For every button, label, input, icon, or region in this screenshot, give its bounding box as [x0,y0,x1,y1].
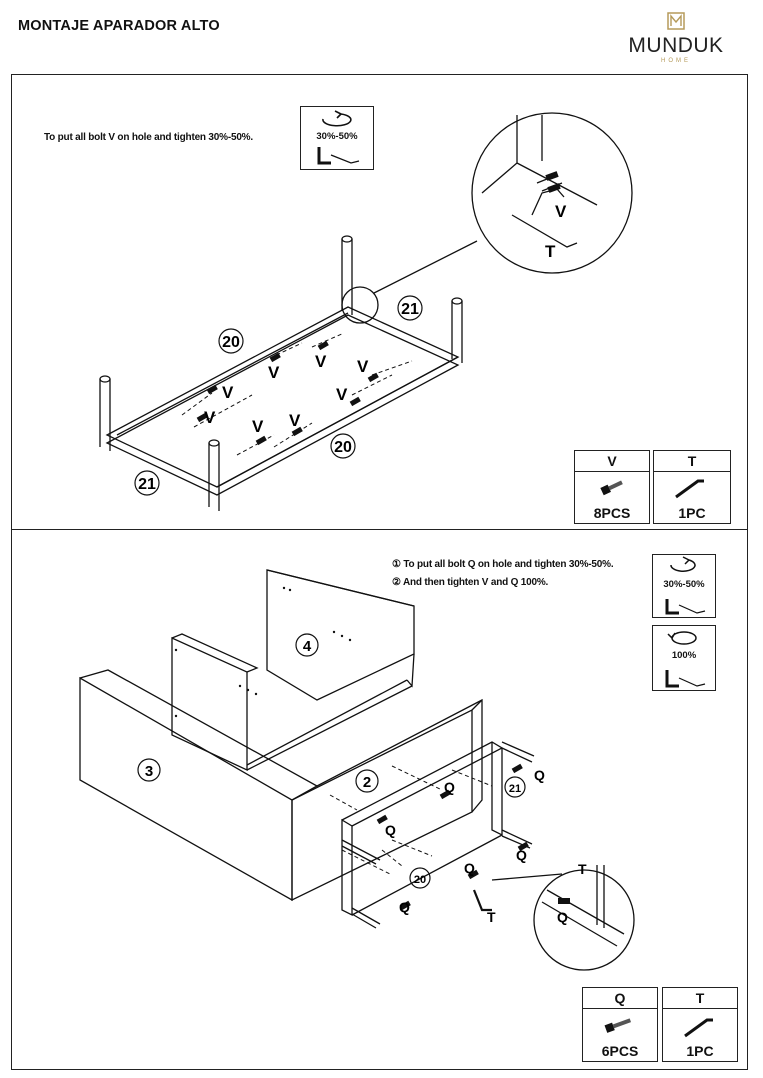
part-label-20-bottom: 20 [334,439,352,456]
part-box-v: V 8PCS [574,450,650,524]
step2-instruction-2: ② And then tighten V and Q 100%. [392,577,549,588]
bolt-label-q: Q [444,779,455,795]
step2-panel: ① To put all bolt Q on hole and tighten … [11,529,748,1070]
step2-torque-label-2: 100% [671,650,697,661]
bolt-label-q: Q [464,860,475,876]
part-qty-t: 1PC [678,505,706,521]
step2-diagram: 4 3 2 20 21 Q Q Q Q Q Q Q T T [79,569,635,971]
rotate-30-50-icon [665,556,706,615]
part-box-t2: T 1PC [662,987,738,1062]
bolt-label-v: V [357,357,369,376]
step2-torque-box-2: 100% [652,625,716,691]
bolt-label-q: Q [534,767,545,783]
bolt-label-v: V [268,363,280,382]
bolt-icon [604,1018,632,1033]
part-label-20-top: 20 [222,334,240,351]
page-title: MONTAJE APARADOR ALTO [18,18,220,34]
bolt-label-v: V [336,385,348,404]
part-box-t: T 1PC [653,450,731,524]
step1-panel: To put all bolt V on hole and tighten 30… [11,74,748,530]
bolt-label-v: V [252,417,264,436]
zoom-tool-label-t: T [578,861,587,877]
bolt-label-v: V [204,408,216,427]
logo-emblem-icon [667,12,685,30]
logo-sub: HOME [661,58,691,64]
part-qty-v: 8PCS [593,505,631,521]
frame-label-21: 21 [509,783,521,795]
part-code-t2: T [663,988,737,1009]
zoom-bolt-label-q: Q [557,909,568,925]
bolt-label-v: V [222,383,234,402]
hex-key-icon [472,889,492,912]
tool-label-t: T [487,909,496,925]
zoom-tool-label-t: T [545,242,556,261]
bolt-label-q: Q [385,822,396,838]
bolt-label-q: Q [399,899,410,915]
part-code-q: Q [583,988,657,1009]
panel-label-3: 3 [145,763,153,780]
bolt-label-v: V [315,352,327,371]
hex-key-icon [684,1018,713,1038]
bolt-label-q: Q [516,847,527,863]
step2-torque-label-1: 30%-50% [663,579,705,590]
frame-label-20: 20 [414,874,426,886]
step2-torque-box-1: 30%-50% [652,554,716,618]
hex-key-icon [675,479,704,499]
brand-logo: MUNDUK HOME [620,12,732,64]
logo-word: MUNDUK [628,34,724,57]
rotate-30-50-icon [317,110,360,165]
bolt-label-v: V [289,411,301,430]
part-code-v: V [575,451,649,472]
part-qty-t2: 1PC [686,1043,714,1059]
panel-label-4: 4 [303,638,312,655]
step2-instruction-1: ① To put all bolt Q on hole and tighten … [392,559,614,570]
part-label-21-right: 21 [401,301,419,318]
rotate-100-icon [665,631,706,688]
step1-diagram: 20 20 21 21 V V V V V V V V V T [99,112,633,511]
step1-torque-box: 30%-50% [300,106,374,170]
step1-instruction: To put all bolt V on hole and tighten 30… [44,132,253,143]
part-label-21-left: 21 [138,476,156,493]
bolt-icon [600,480,623,496]
part-code-t: T [654,451,730,472]
zoom-bolt-label-v: V [555,202,567,221]
part-box-q: Q 6PCS [582,987,658,1062]
part-qty-q: 6PCS [601,1043,639,1059]
step1-torque-label: 30%-50% [316,131,358,142]
panel-label-2: 2 [363,774,371,791]
